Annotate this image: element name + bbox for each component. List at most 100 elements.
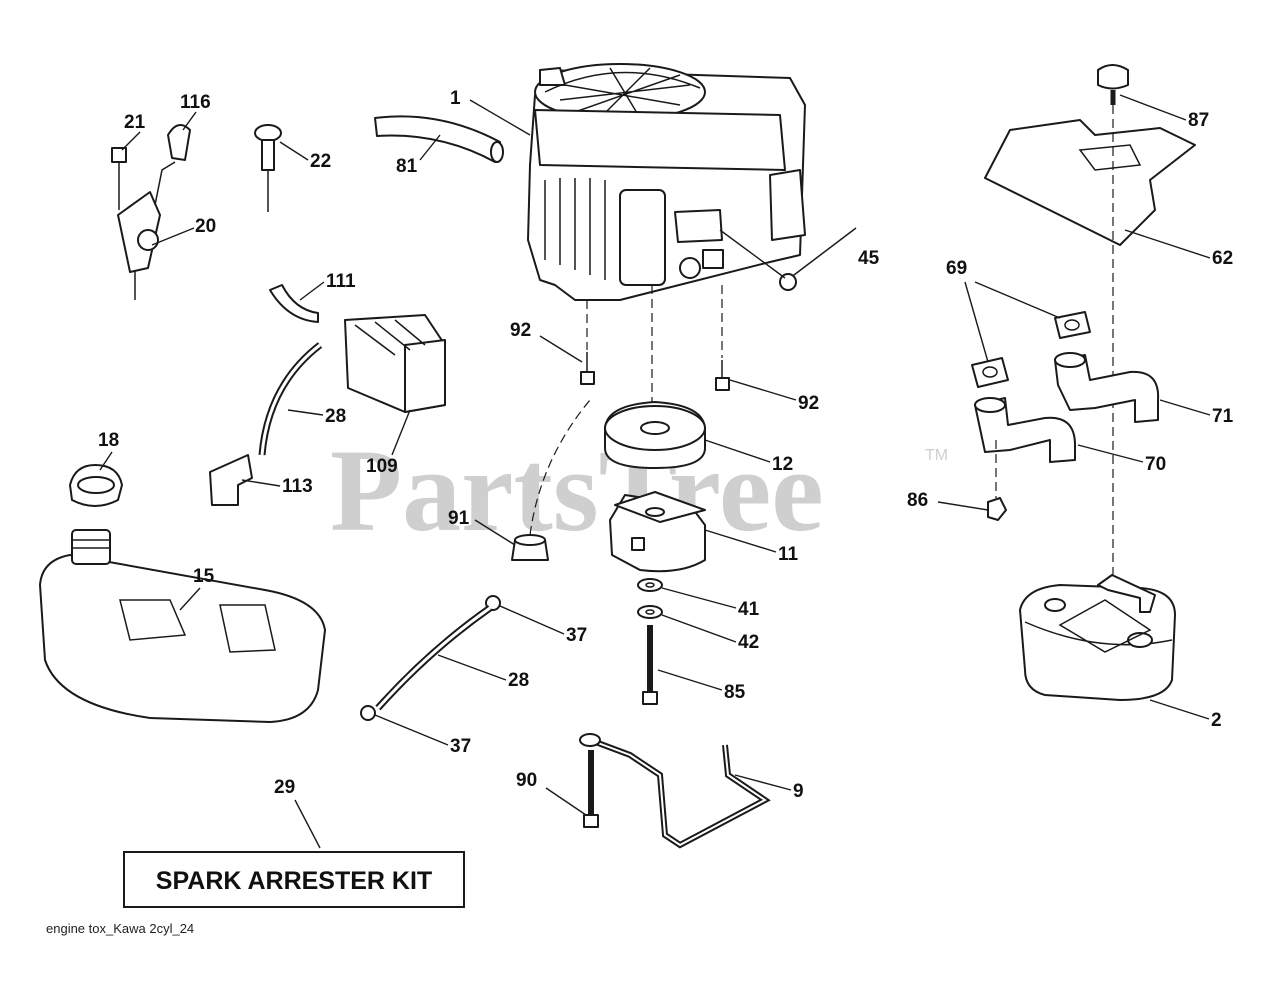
bolt-part-92-left[interactable] bbox=[580, 352, 595, 385]
leader-91 bbox=[474, 519, 516, 546]
exhaust-pipe-part-71[interactable] bbox=[1054, 352, 1160, 423]
bracket-part-9[interactable] bbox=[579, 733, 771, 849]
gasket-part-69-right[interactable] bbox=[1054, 311, 1091, 339]
spark-arrester-kit-box[interactable]: SPARK ARRESTER KIT bbox=[123, 851, 465, 908]
callout-22: 22 bbox=[310, 151, 331, 172]
clamp-part-37-upper[interactable] bbox=[485, 595, 501, 611]
leader-85 bbox=[657, 669, 723, 691]
callout-113: 113 bbox=[282, 476, 313, 497]
leader-20 bbox=[151, 227, 195, 246]
callout-21: 21 bbox=[124, 112, 146, 133]
exhaust-pipe-part-70[interactable] bbox=[974, 397, 1076, 463]
leader-87 bbox=[1119, 94, 1187, 121]
callout-90: 90 bbox=[516, 770, 537, 791]
leader-9 bbox=[734, 774, 792, 791]
leader-69 bbox=[964, 281, 1061, 363]
pulley-part-12[interactable] bbox=[604, 401, 706, 469]
engine-part-1[interactable] bbox=[527, 63, 806, 301]
callout-20: 20 bbox=[195, 216, 216, 237]
callout-69: 69 bbox=[946, 258, 967, 279]
leader-1 bbox=[469, 99, 531, 136]
leader-15 bbox=[179, 587, 201, 611]
dipstick-part-22[interactable] bbox=[254, 124, 282, 212]
bolt-part-90[interactable] bbox=[583, 750, 599, 828]
callout-28-upper: 28 bbox=[325, 406, 346, 427]
leader-42 bbox=[661, 614, 737, 643]
hose-part-81[interactable] bbox=[374, 115, 504, 163]
bolt-part-85[interactable] bbox=[642, 625, 658, 705]
leader-109 bbox=[391, 409, 411, 456]
leader-21 bbox=[121, 131, 141, 151]
clamp-part-37-lower[interactable] bbox=[360, 705, 376, 721]
leader-116 bbox=[182, 111, 197, 131]
leader-12 bbox=[704, 439, 771, 463]
callout-70: 70 bbox=[1145, 454, 1166, 475]
leader-2 bbox=[1149, 699, 1210, 720]
callout-71: 71 bbox=[1212, 406, 1234, 427]
heat-shield-part-62[interactable] bbox=[984, 119, 1196, 246]
throttle-control-part-20[interactable] bbox=[117, 161, 176, 300]
cap-part-87[interactable] bbox=[1097, 64, 1129, 105]
callout-15: 15 bbox=[193, 566, 215, 587]
knob-part-116[interactable] bbox=[167, 124, 191, 161]
leader-28-upper bbox=[287, 409, 324, 416]
callout-92-right: 92 bbox=[798, 393, 819, 414]
leader-28-lower bbox=[437, 654, 507, 681]
leader-81 bbox=[419, 134, 441, 161]
bolt-part-92-right[interactable] bbox=[715, 360, 730, 391]
leader-41 bbox=[661, 587, 737, 609]
leader-111 bbox=[299, 281, 325, 301]
leader-90 bbox=[545, 787, 587, 816]
leader-11 bbox=[704, 529, 777, 553]
callout-41: 41 bbox=[738, 599, 760, 620]
filter-part-109[interactable] bbox=[344, 314, 446, 413]
gasket-part-69-left[interactable] bbox=[971, 357, 1009, 388]
muffler-part-2[interactable] bbox=[1019, 574, 1176, 701]
callout-92-left: 92 bbox=[510, 320, 531, 341]
callout-62: 62 bbox=[1212, 248, 1233, 269]
callout-28-lower: 28 bbox=[508, 670, 529, 691]
callout-2: 2 bbox=[1211, 710, 1222, 731]
bolt-part-21[interactable] bbox=[111, 147, 127, 210]
watermark: PartsTree bbox=[330, 425, 824, 556]
leader-29 bbox=[294, 799, 321, 849]
callout-1: 1 bbox=[450, 88, 461, 109]
fuel-line-part-28-lower[interactable] bbox=[375, 605, 493, 711]
washer-part-42[interactable] bbox=[637, 605, 663, 619]
clutch-part-11[interactable] bbox=[609, 491, 706, 573]
diagram-caption: engine tox_Kawa 2cyl_24 bbox=[46, 921, 194, 936]
leader-86 bbox=[937, 501, 989, 511]
callout-18: 18 bbox=[98, 430, 119, 451]
hose-part-111[interactable] bbox=[269, 284, 319, 323]
leader-92-right bbox=[729, 379, 797, 401]
callout-12: 12 bbox=[772, 454, 793, 475]
callout-45: 45 bbox=[858, 248, 880, 269]
callout-11: 11 bbox=[778, 544, 799, 565]
callout-111: 111 bbox=[326, 271, 356, 292]
washer-part-41[interactable] bbox=[637, 578, 663, 592]
leader-113 bbox=[241, 479, 281, 487]
nut-part-86[interactable] bbox=[987, 497, 1007, 521]
fuel-tank-part-15[interactable] bbox=[39, 529, 326, 723]
fuel-cap-part-18[interactable] bbox=[69, 464, 123, 507]
leader-45 bbox=[719, 229, 786, 279]
watermark-tm: TM bbox=[925, 447, 948, 464]
leader-62 bbox=[1124, 229, 1211, 259]
fuel-line-part-28-upper[interactable] bbox=[258, 342, 323, 456]
leader-71 bbox=[1159, 399, 1211, 416]
callout-86: 86 bbox=[907, 490, 928, 511]
bushing-part-91[interactable] bbox=[511, 534, 549, 561]
leader-22 bbox=[279, 141, 309, 161]
leader-18 bbox=[99, 451, 113, 471]
leader-37-lower bbox=[374, 714, 449, 746]
leader-92-left bbox=[539, 335, 583, 363]
fitting-part-113[interactable] bbox=[209, 454, 253, 506]
leader-70 bbox=[1077, 444, 1144, 463]
callout-37-upper: 37 bbox=[566, 625, 587, 646]
callout-87: 87 bbox=[1188, 110, 1209, 131]
callout-109: 109 bbox=[366, 456, 398, 477]
callout-9: 9 bbox=[793, 781, 804, 802]
leader-37-upper bbox=[499, 605, 565, 635]
callout-42: 42 bbox=[738, 632, 759, 653]
